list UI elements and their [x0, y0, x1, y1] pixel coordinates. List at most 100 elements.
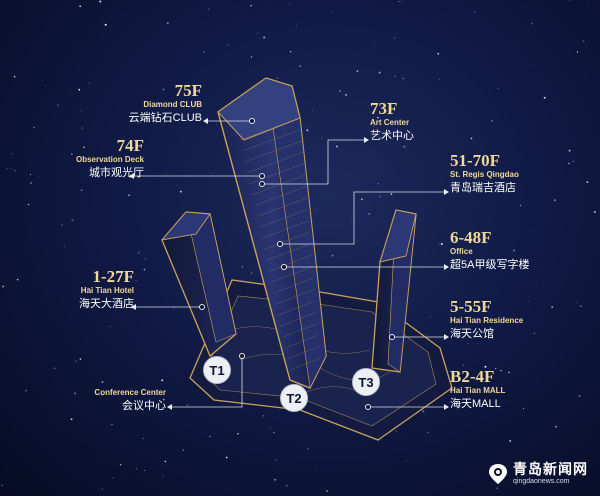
star	[481, 204, 482, 205]
star	[140, 121, 142, 123]
star	[388, 109, 392, 112]
star	[533, 230, 535, 232]
facade-line	[270, 266, 313, 283]
star	[101, 488, 103, 490]
star	[269, 427, 271, 430]
star	[198, 13, 199, 14]
en-office: Office	[450, 247, 473, 256]
facade-line	[273, 277, 314, 294]
star	[165, 174, 167, 176]
star	[101, 394, 103, 396]
star	[439, 79, 441, 80]
zh-hai-tian-mall: 海天MALL	[450, 398, 501, 410]
star	[393, 37, 396, 39]
star	[580, 442, 582, 444]
star	[88, 82, 90, 84]
star	[274, 478, 277, 481]
star	[422, 265, 423, 267]
star	[460, 328, 462, 330]
star	[161, 379, 164, 382]
star	[473, 67, 475, 69]
tower-t3-tag: T3	[352, 368, 380, 396]
floor-51-70f: 51-70F	[450, 151, 501, 170]
star	[569, 0, 571, 2]
star	[38, 175, 39, 177]
star	[426, 333, 427, 335]
star	[378, 71, 381, 74]
star	[439, 243, 440, 245]
star	[516, 282, 518, 283]
en-st-regis: St. Regis Qingdao	[450, 170, 519, 179]
logo-name: 青岛新闻网	[513, 461, 588, 477]
facade-line	[254, 186, 306, 206]
en-conference-center: Conference Center	[94, 388, 166, 397]
star	[555, 425, 557, 428]
star	[250, 272, 253, 274]
star	[373, 42, 375, 44]
facade-line	[258, 209, 308, 228]
star	[7, 121, 9, 123]
star	[587, 2, 588, 3]
star	[356, 70, 359, 72]
star	[569, 374, 571, 376]
facade-line	[275, 289, 315, 305]
star	[109, 325, 111, 327]
star	[250, 4, 252, 7]
floor-75f: 75F	[174, 81, 202, 100]
floor-74f: 74F	[116, 136, 144, 155]
star	[137, 251, 140, 254]
facade-line	[289, 357, 321, 371]
zh-diamond-club: 云端钻石CLUB	[128, 112, 202, 124]
star	[209, 435, 211, 438]
label-conference: Conference Center 会议中心	[94, 388, 166, 413]
star	[551, 306, 554, 309]
star	[148, 239, 150, 240]
star	[497, 87, 499, 90]
star	[316, 208, 318, 210]
star	[162, 88, 165, 91]
star	[394, 433, 395, 434]
star	[2, 285, 4, 288]
star	[142, 437, 144, 440]
star	[437, 52, 440, 55]
star	[241, 266, 243, 268]
star	[545, 373, 546, 374]
label-b2-4f: B2-4F Hai Tian MALL 海天MALL	[450, 368, 505, 411]
star	[496, 487, 499, 490]
en-hai-tian-hotel: Hai Tian Hotel	[80, 286, 134, 295]
star	[61, 224, 63, 226]
star	[79, 5, 82, 8]
star	[48, 70, 50, 72]
zh-hai-tian-residence: 海天公馆	[450, 328, 494, 340]
star	[508, 371, 510, 374]
star	[345, 94, 347, 96]
star	[100, 18, 102, 19]
star	[583, 141, 584, 142]
star	[75, 360, 78, 363]
label-75f: 75F Diamond CLUB 云端钻石CLUB	[129, 82, 202, 125]
star	[276, 77, 279, 79]
star	[377, 183, 379, 185]
star	[372, 125, 374, 127]
qingdaonews-logo: 青岛新闻网 qingdaonews.com	[487, 462, 588, 486]
star	[522, 407, 525, 409]
star	[111, 423, 113, 426]
star	[365, 190, 367, 191]
star	[78, 88, 81, 91]
facade-line	[280, 312, 317, 327]
star	[331, 254, 334, 257]
star	[70, 418, 73, 421]
star	[474, 11, 476, 13]
star	[71, 153, 73, 155]
label-74f: 74F Observation Deck 城市观光厅	[76, 137, 144, 180]
star	[186, 404, 189, 406]
facade-line	[263, 232, 310, 250]
star	[249, 268, 251, 270]
label-73f: 73F Art Center 艺术中心	[370, 100, 414, 143]
star	[27, 203, 30, 206]
star	[42, 109, 44, 111]
star	[165, 290, 167, 291]
facade-line	[244, 140, 302, 163]
star	[440, 242, 443, 246]
star	[87, 287, 89, 289]
